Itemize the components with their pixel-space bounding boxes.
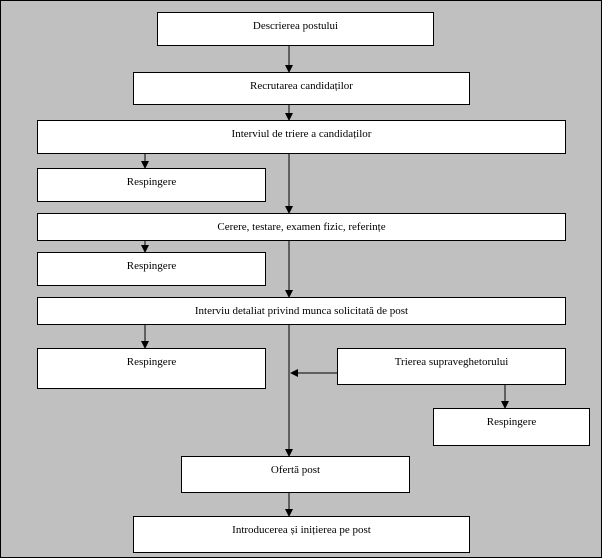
- box-label: Respingere: [486, 416, 537, 428]
- box-rejection-2: Respingere: [37, 252, 266, 286]
- box-job-offer: Ofertă post: [181, 456, 410, 493]
- box-label: Trierea supraveghetorului: [394, 356, 509, 368]
- box-label: Respingere: [126, 260, 177, 272]
- box-label: Recrutarea candidaților: [250, 80, 353, 92]
- box-rejection-4: Respingere: [433, 408, 590, 446]
- box-label: Respingere: [126, 176, 177, 188]
- box-label: Interviu detaliat privind munca solicita…: [194, 305, 409, 317]
- box-rejection-3: Respingere: [37, 348, 266, 389]
- box-label: Descrierea postului: [252, 20, 339, 32]
- box-application-testing: Cerere, testare, examen fizic, referințe: [37, 213, 566, 241]
- box-rejection-1: Respingere: [37, 168, 266, 202]
- box-screening-interview: Interviul de triere a candidaților: [37, 120, 566, 154]
- box-label: Introducerea și inițierea pe post: [232, 524, 371, 536]
- box-label: Respingere: [126, 356, 177, 368]
- box-candidate-recruitment: Recrutarea candidaților: [133, 72, 470, 105]
- box-detailed-interview: Interviu detaliat privind munca solicita…: [37, 297, 566, 325]
- box-induction: Introducerea și inițierea pe post: [133, 516, 470, 553]
- box-label: Ofertă post: [270, 464, 321, 476]
- box-supervisor-screening: Trierea supraveghetorului: [337, 348, 566, 385]
- box-label: Cerere, testare, examen fizic, referințe: [217, 221, 386, 233]
- box-job-description: Descrierea postului: [157, 12, 434, 46]
- box-label: Interviul de triere a candidaților: [231, 128, 372, 140]
